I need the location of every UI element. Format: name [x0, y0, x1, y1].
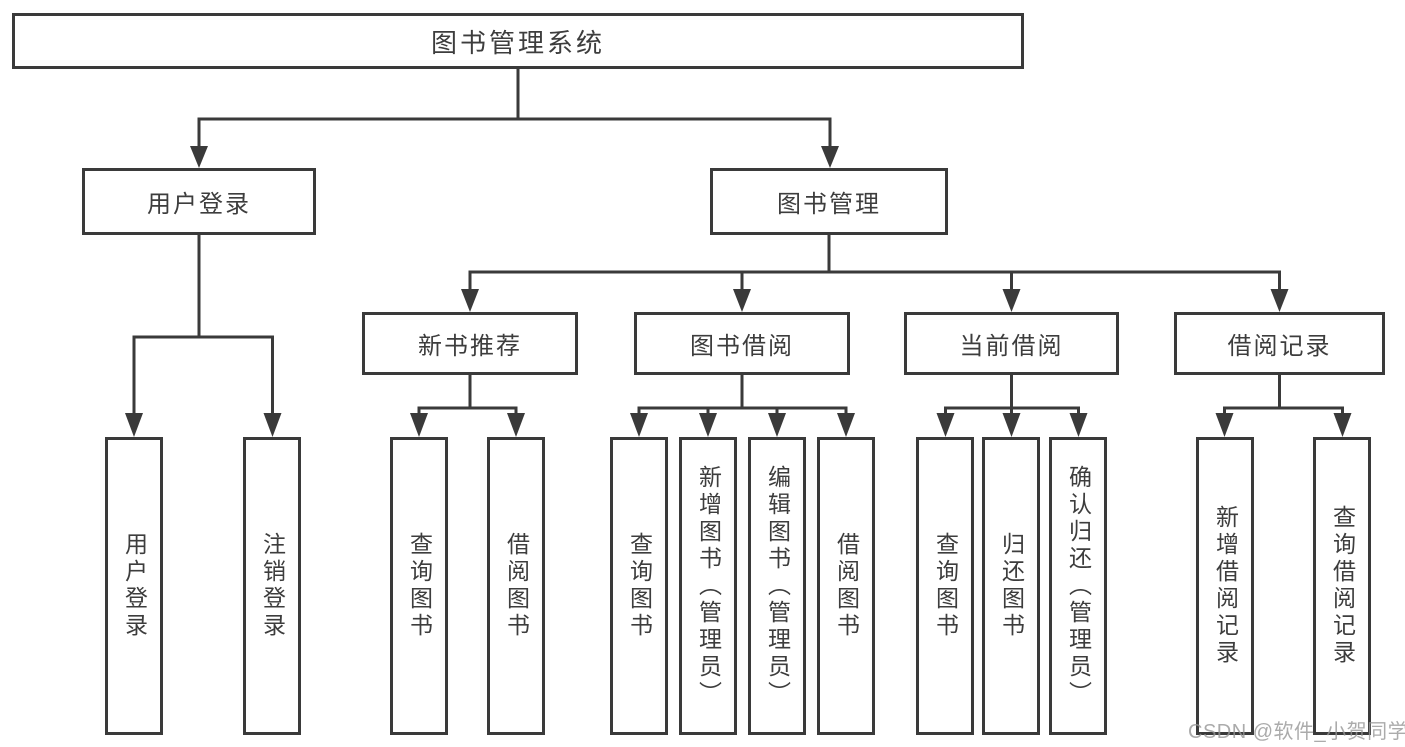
node-current-borrow: 当前借阅: [904, 312, 1119, 375]
node-root: 图书管理系统: [12, 13, 1024, 69]
node-new-book-recommend: 新书推荐: [362, 312, 578, 375]
leaf-return-book: 归还图书: [982, 437, 1040, 735]
leaf-query-books-recommend: 查询图书: [390, 437, 448, 735]
leaf-borrow-books-borrow: 借阅图书: [817, 437, 875, 735]
node-user-login: 用户登录: [82, 168, 316, 235]
leaf-add-borrow-record: 新增借阅记录: [1196, 437, 1254, 735]
leaf-query-books-current: 查询图书: [916, 437, 974, 735]
leaf-borrow-books-recommend: 借阅图书: [487, 437, 545, 735]
leaf-user-login: 用户登录: [105, 437, 163, 735]
leaf-confirm-return-admin: 确认归还（管理员）: [1049, 437, 1107, 735]
node-book-borrow: 图书借阅: [634, 312, 850, 375]
leaf-add-book-admin: 新增图书（管理员）: [679, 437, 737, 735]
leaf-logout: 注销登录: [243, 437, 301, 735]
arrowheads: [125, 146, 1352, 437]
node-book-management: 图书管理: [710, 168, 948, 235]
leaf-query-books-borrow: 查询图书: [610, 437, 668, 735]
leaf-query-borrow-record: 查询借阅记录: [1313, 437, 1371, 735]
csdn-watermark: CSDN @软件_小贺同学: [1188, 721, 1405, 743]
node-borrow-records: 借阅记录: [1174, 312, 1385, 375]
leaf-edit-book-admin: 编辑图书（管理员）: [748, 437, 806, 735]
